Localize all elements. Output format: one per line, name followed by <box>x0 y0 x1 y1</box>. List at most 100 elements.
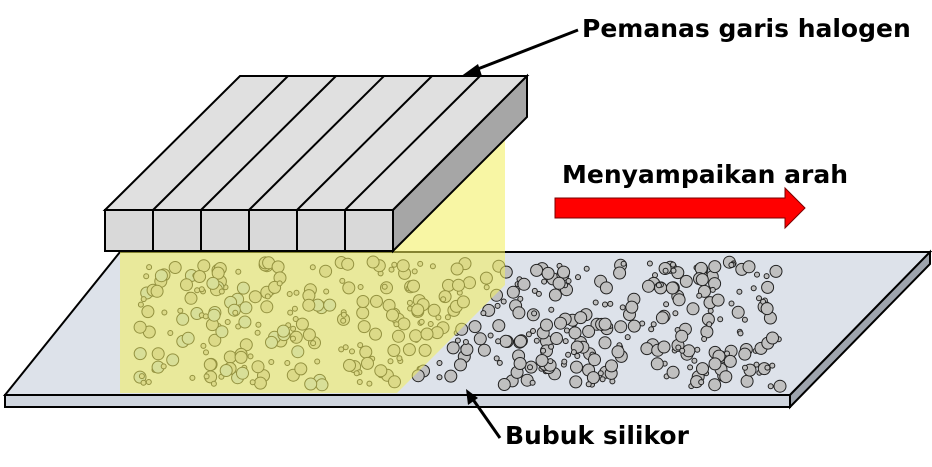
powder-particle <box>696 362 709 376</box>
powder-particle <box>592 299 599 306</box>
powder-particle <box>468 320 482 334</box>
powder-particle <box>570 360 583 374</box>
powder-particle <box>670 267 677 274</box>
powder-particle <box>554 316 567 330</box>
powder-particle <box>650 321 657 328</box>
heater-segment-divider <box>200 75 337 211</box>
powder-particle <box>614 320 628 334</box>
powder-particle <box>675 329 689 343</box>
powder-particle <box>513 357 527 370</box>
powder-particle <box>666 365 680 379</box>
powder-particle <box>540 318 553 332</box>
powder-particle <box>708 260 722 274</box>
powder-particle <box>663 301 670 308</box>
powder-particle <box>672 310 679 317</box>
powder-particle <box>742 364 748 371</box>
powder-particle <box>570 349 577 356</box>
powder-particle <box>627 319 641 333</box>
powder-particle <box>565 351 572 358</box>
heater-segment-divider <box>248 75 385 211</box>
powder-particle <box>665 281 679 295</box>
powder-particle <box>529 379 536 386</box>
powder-particle <box>548 343 555 350</box>
powder-particle <box>723 354 737 368</box>
powder-particle <box>582 325 596 338</box>
powder-particle <box>446 341 460 355</box>
powder-particle <box>574 311 588 325</box>
powder-particle <box>655 282 662 289</box>
powder-particle <box>679 347 686 354</box>
powder-particle <box>753 361 760 368</box>
powder-particle <box>588 353 601 367</box>
powder-particle <box>480 310 487 317</box>
powder-particle <box>694 346 701 353</box>
powder-particle <box>598 336 612 350</box>
powder-particle <box>619 304 626 311</box>
powder-particle <box>761 280 775 294</box>
powder-particle <box>625 300 639 314</box>
powder-particle <box>711 293 725 307</box>
powder-particle <box>611 345 625 359</box>
powder-particle <box>531 310 538 317</box>
powder-particle <box>454 358 467 372</box>
powder-particle <box>599 281 613 295</box>
powder-particle <box>736 288 743 295</box>
powder-particle <box>764 364 771 371</box>
heater-segment-divider <box>344 75 481 211</box>
powder-particle <box>598 317 612 331</box>
powder-particle <box>708 378 722 392</box>
powder-particle <box>707 307 714 314</box>
powder-particle <box>548 306 555 313</box>
powder-particle <box>756 295 762 302</box>
direction-label: Menyampaikan arah <box>562 160 849 189</box>
powder-particle <box>695 273 709 287</box>
powder-particle <box>540 347 547 354</box>
powder-particle <box>531 287 538 294</box>
powder-particle <box>527 364 533 371</box>
powder-particle <box>574 353 581 359</box>
powder-particle <box>675 344 682 351</box>
powder-particle <box>548 288 562 302</box>
powder-particle <box>602 301 608 308</box>
powder-particle <box>530 328 536 334</box>
powder-particle <box>657 340 671 354</box>
powder-particle <box>500 298 507 305</box>
powder-particle <box>535 354 549 367</box>
powder-particle <box>624 334 631 341</box>
heater-segment-divider <box>152 75 289 211</box>
powder-particle <box>642 279 655 293</box>
powder-particle <box>662 267 669 274</box>
powder-particle <box>763 273 770 280</box>
powder-particle <box>541 278 548 285</box>
powder-particle <box>650 357 664 371</box>
heater-label: Pemanas garis halogen <box>582 14 911 43</box>
powder-particle <box>514 334 527 348</box>
powder-particle <box>700 325 714 339</box>
powder-particle <box>769 362 776 369</box>
powder-particle <box>655 311 669 325</box>
conveying-direction-arrow <box>554 186 806 230</box>
powder-particle <box>565 278 572 284</box>
powder-particle <box>740 374 754 388</box>
powder-particle <box>687 364 694 371</box>
powder-particle <box>613 266 627 280</box>
powder-particle <box>773 379 787 393</box>
powder-particle <box>738 347 752 361</box>
powder-particle <box>487 332 494 339</box>
powder-particle <box>492 319 506 333</box>
powder-particle <box>737 330 744 337</box>
powder-particle <box>530 263 544 277</box>
powder-particle <box>670 261 676 268</box>
powder-particle <box>575 274 581 281</box>
powder-particle <box>760 302 774 316</box>
powder-particle <box>607 300 614 307</box>
heater-leader-arrow <box>460 28 579 77</box>
powder-particle <box>552 276 566 290</box>
powder-particle <box>741 316 748 323</box>
powder-particle <box>731 305 745 319</box>
powder-particle <box>477 343 491 357</box>
powder-particle <box>436 374 443 381</box>
powder-particle <box>719 370 733 384</box>
powder-particle <box>495 338 502 345</box>
